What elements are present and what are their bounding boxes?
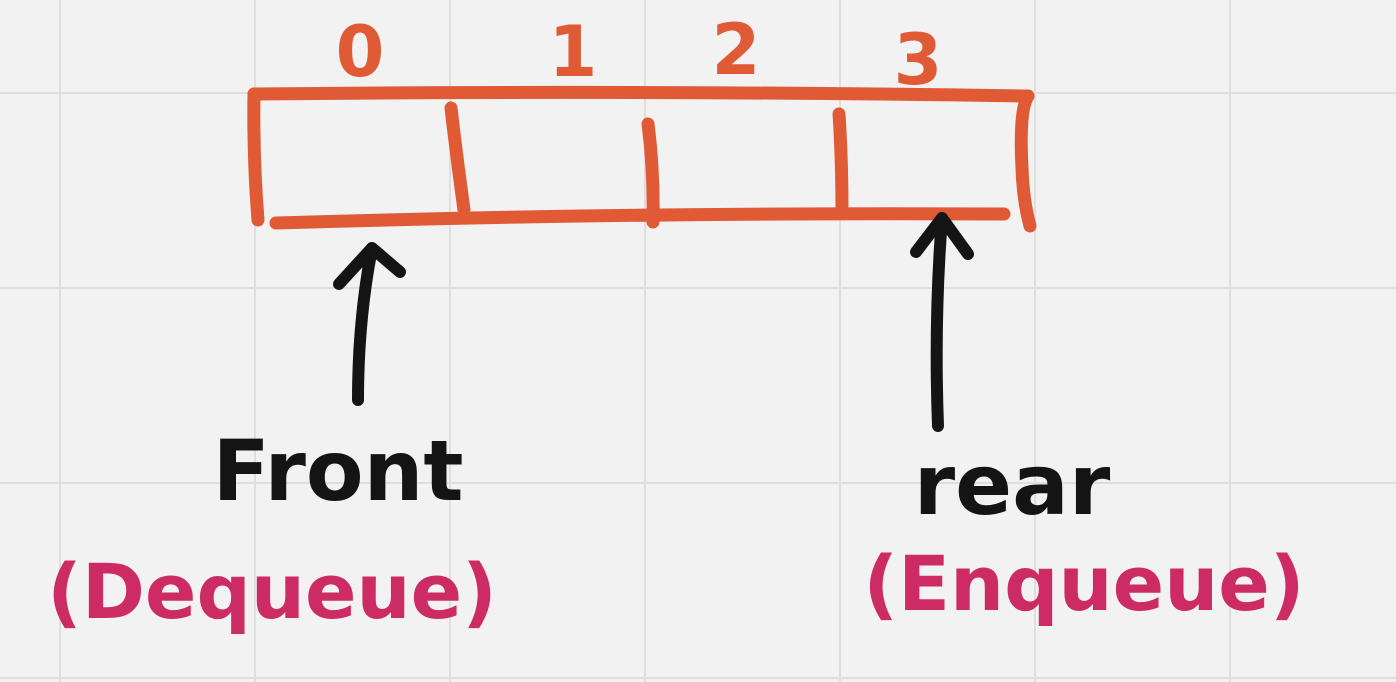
queue-left-border	[247, 87, 265, 227]
queue-bottom-border	[269, 207, 1011, 230]
rear-label: rear	[914, 436, 1111, 534]
queue-array	[247, 85, 1037, 233]
front-pointer: Front (Dequeue)	[47, 242, 497, 636]
index-label-1: 1	[549, 11, 598, 93]
queue-top-border	[247, 85, 1035, 103]
rear-operation-label: (Enqueue)	[863, 539, 1304, 628]
rear-pointer: rear (Enqueue)	[863, 212, 1305, 628]
front-label: Front	[212, 422, 463, 520]
queue-right-border	[1014, 89, 1037, 233]
queue-divider-1	[444, 101, 471, 217]
rear-arrow	[910, 212, 974, 432]
queue-indices: 0 1 2 3	[336, 9, 943, 101]
front-arrow	[333, 242, 406, 406]
queue-divider-3	[832, 107, 849, 217]
index-label-3: 3	[894, 19, 943, 101]
queue-divider-2	[641, 117, 660, 229]
index-label-0: 0	[336, 11, 385, 93]
index-label-2: 2	[712, 9, 761, 91]
front-operation-label: (Dequeue)	[47, 547, 497, 636]
